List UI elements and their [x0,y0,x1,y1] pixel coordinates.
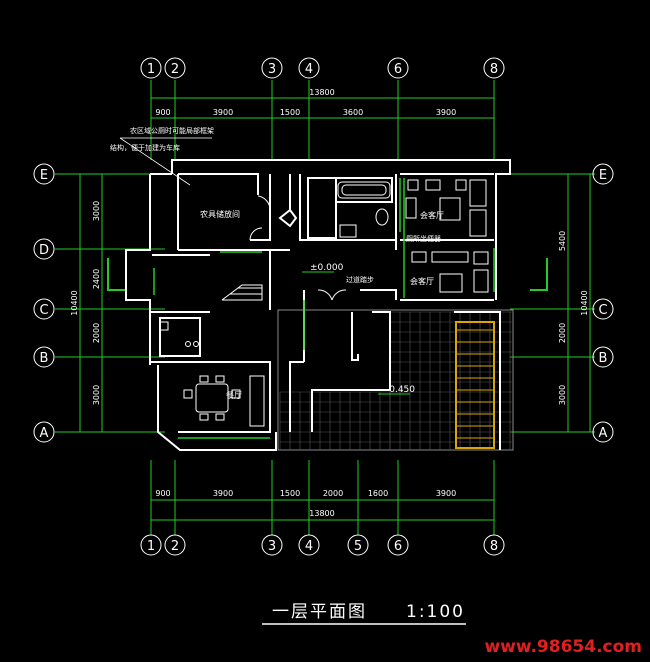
drawing-title: 一层平面图 [272,602,367,622]
axis-label-bottom-1: 1 [147,539,155,554]
dim-right-seg-2: 2000 [558,323,567,343]
walls [125,159,511,451]
dim-top-seg-4: 3600 [343,108,363,117]
axis-label-right-C: C [598,303,607,318]
dim-top-seg-5: 3900 [436,108,456,117]
axis-label-top-6: 6 [394,62,402,77]
axis-label-bottom-2: 2 [171,539,179,554]
axis-label-bottom-3: 3 [268,539,276,554]
axis-label-left-A: A [40,426,49,441]
dim-left-seg-4: 3000 [92,385,101,405]
drawing-title-block: 一层平面图 1:100 [262,602,466,625]
elevation-minus-450: -0.450 [386,385,415,395]
dim-top-seg-2: 3900 [213,108,233,117]
dim-top-total: 13800 [309,88,334,97]
note-line-1: 农区域公厕时可能局部框架 [130,126,214,135]
dim-right-seg-1: 5400 [558,231,567,251]
dim-bottom-seg-1: 900 [155,489,170,498]
dim-bottom-seg-5: 1600 [368,489,388,498]
tiled-terrace [277,309,514,451]
dim-top-seg-3: 1500 [280,108,300,117]
room-label-dining: 餐厅 [226,391,242,400]
dim-left-seg-2: 2400 [92,269,101,289]
dim-right-seg-3: 3000 [558,385,567,405]
axis-bubbles [33,57,614,556]
room-label-corridor: 过道踏步 [346,275,374,284]
room-label-guest-2: 会客厅 [410,276,434,286]
axis-label-right-E: E [599,168,607,183]
dim-bottom-seg-3: 1500 [280,489,300,498]
elevation-zero: ±0.000 [310,263,344,273]
dim-top-seg-1: 900 [155,108,170,117]
exterior-stair [455,321,495,449]
axis-label-top-3: 3 [268,62,276,77]
axis-label-right-B: B [599,351,608,366]
dim-left-seg-1: 3000 [92,201,101,221]
drawing-scale: 1:100 [406,602,465,622]
axis-label-left-E: E [40,168,48,183]
axis-label-top-1: 1 [147,62,155,77]
dim-bottom-seg-6: 3900 [436,489,456,498]
dim-left-total: 10400 [70,290,79,315]
axis-label-left-D: D [39,243,49,258]
axis-label-bottom-6: 6 [394,539,402,554]
annotation-note: 农区域公厕时可能局部框架 结构，便于加建为车库 [110,126,214,186]
axis-label-top-2: 2 [171,62,179,77]
interior-stair [221,284,263,301]
axis-label-left-B: B [40,351,49,366]
axis-label-top-8: 8 [490,62,498,77]
dimension-lines [55,80,595,535]
green-openings [153,178,495,439]
room-label-toilet: 厕所坐便器 [406,234,441,243]
axis-label-top-4: 4 [305,62,313,77]
room-label-guest-1: 会客厅 [420,210,444,220]
note-line-2: 结构，便于加建为车库 [110,143,180,152]
dim-bottom-seg-4: 2000 [323,489,343,498]
dim-bottom-total: 13800 [309,509,334,518]
axis-label-right-A: A [599,426,608,441]
elevation-markers [302,271,410,395]
dim-right-total: 10400 [580,290,589,315]
axis-label-left-C: C [39,303,48,318]
furniture [159,179,489,427]
axis-label-bottom-5: 5 [354,539,362,554]
dim-bottom-seg-2: 3900 [213,489,233,498]
watermark-url: www.98654.com [484,637,642,657]
axis-label-bottom-8: 8 [490,539,498,554]
dim-left-seg-3: 2000 [92,323,101,343]
axis-label-bottom-4: 4 [305,539,313,554]
room-label-storage: 农具储放间 [200,209,240,219]
